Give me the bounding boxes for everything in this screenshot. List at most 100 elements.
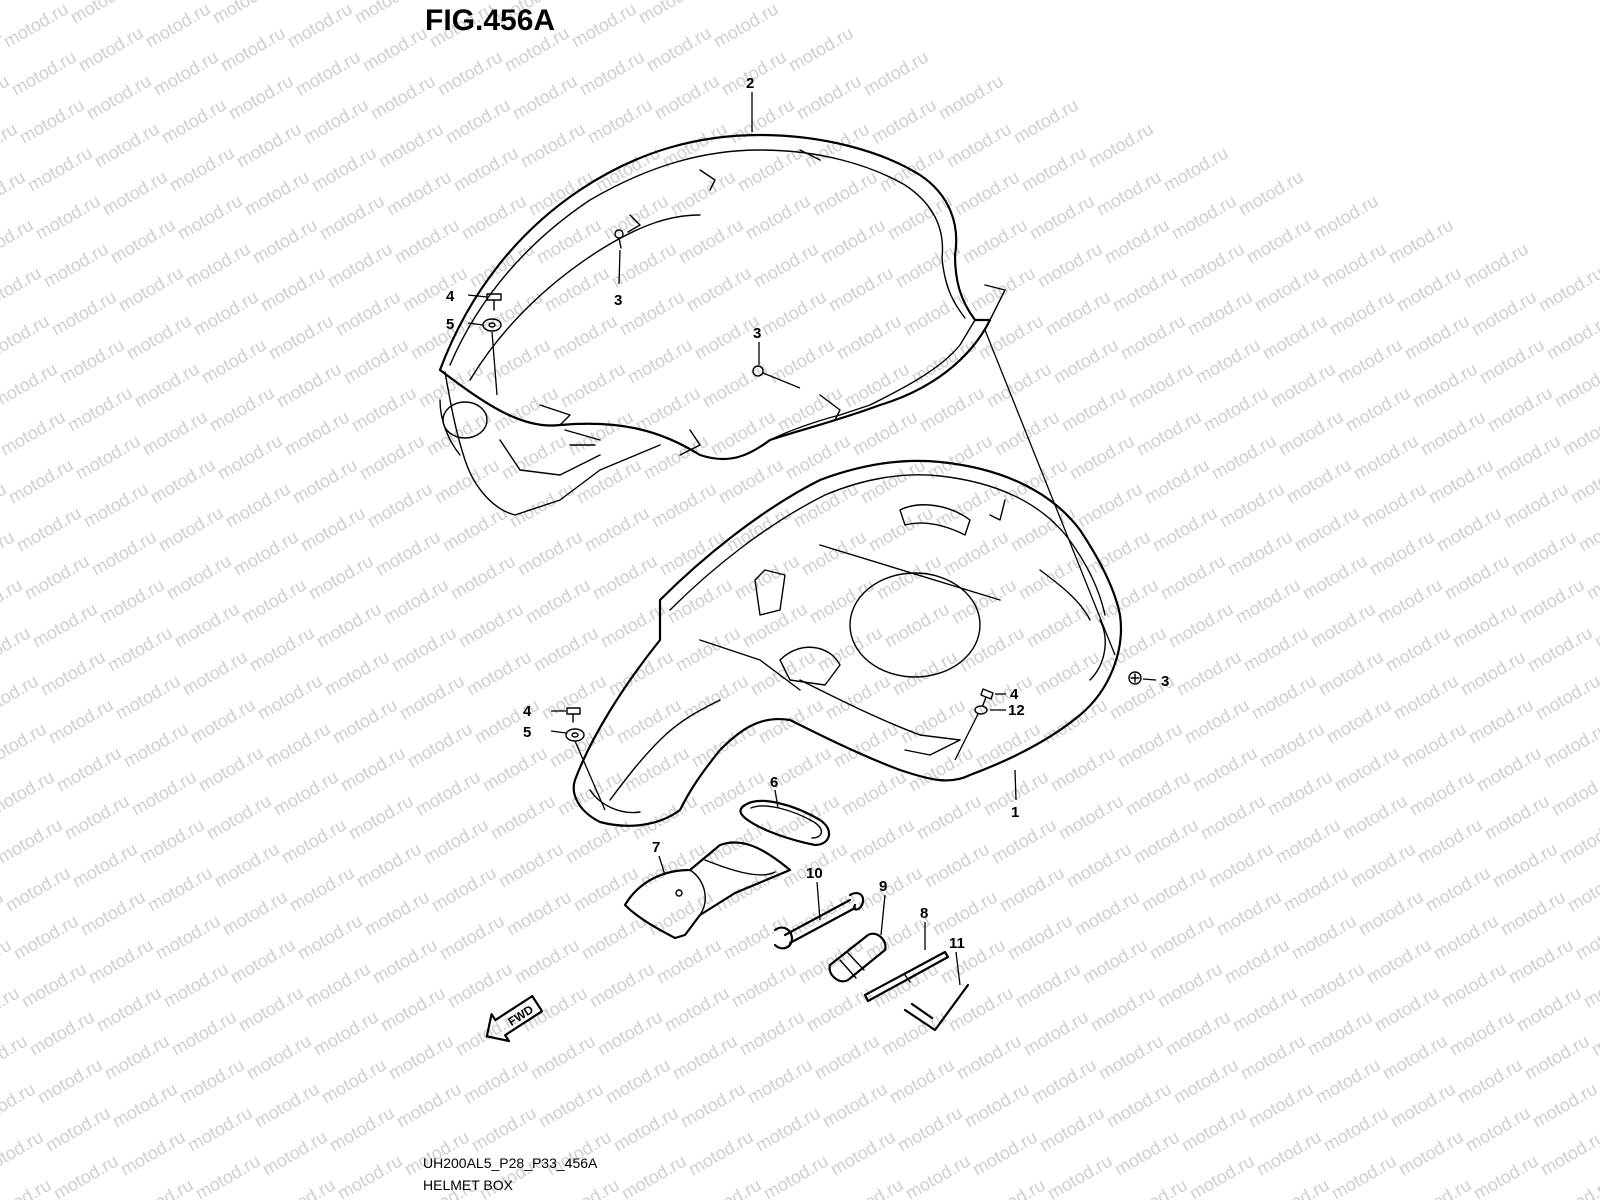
- watermark-text: motod.ru: [1141, 455, 1213, 508]
- watermark-text: motod.ru: [683, 263, 755, 316]
- watermark-text: motod.ru: [40, 239, 112, 292]
- watermark-text: motod.ru: [1237, 1031, 1309, 1084]
- watermark-text: motod.ru: [123, 311, 195, 364]
- watermark-text: motod.ru: [661, 983, 733, 1036]
- watermark-text: motod.ru: [1267, 359, 1339, 412]
- watermark-text: motod.ru: [1299, 551, 1371, 604]
- watermark-text: motod.ru: [833, 311, 905, 364]
- watermark-text: motod.ru: [182, 239, 254, 292]
- watermark-text: motod.ru: [1318, 239, 1390, 292]
- watermark-text: motod.ru: [551, 1175, 623, 1200]
- watermark-text: motod.ru: [1256, 719, 1328, 772]
- watermark-text: motod.ru: [557, 359, 629, 412]
- watermark-text: motod.ru: [361, 887, 433, 940]
- watermark-text: motod.ru: [1430, 911, 1502, 964]
- watermark-text: motod.ru: [586, 959, 658, 1012]
- watermark-text: motod.ru: [259, 1127, 331, 1180]
- watermark-text: motod.ru: [0, 767, 58, 820]
- watermark-text: motod.ru: [1216, 479, 1288, 532]
- watermark-text: motod.ru: [1181, 695, 1253, 748]
- watermark-text: motod.ru: [621, 743, 693, 796]
- watermark-text: motod.ru: [1079, 935, 1151, 988]
- watermark-text: motod.ru: [1160, 143, 1232, 196]
- screw-3-upper: [614, 229, 624, 249]
- watermark-text: motod.ru: [977, 1175, 1049, 1200]
- watermark-text: motod.ru: [1481, 791, 1553, 844]
- watermark-text: motod.ru: [624, 335, 696, 388]
- watermark-text: motod.ru: [0, 0, 72, 51]
- watermark-text: motod.ru: [1058, 383, 1130, 436]
- watermark-text: motod.ru: [736, 1007, 808, 1060]
- watermark-text: motod.ru: [24, 143, 96, 196]
- watermark-text: motod.ru: [758, 287, 830, 340]
- watermark-text: motod.ru: [99, 167, 171, 220]
- watermark-text: motod.ru: [243, 1031, 315, 1084]
- watermark-text: motod.ru: [434, 47, 506, 100]
- watermark-text: motod.ru: [541, 263, 613, 316]
- watermark-text: motod.ru: [91, 119, 163, 172]
- watermark-text: motod.ru: [1034, 239, 1106, 292]
- watermark-text: motod.ru: [1253, 1127, 1325, 1180]
- watermark-text: motod.ru: [166, 143, 238, 196]
- watermark-text: motod.ru: [782, 431, 854, 484]
- watermark-text: motod.ru: [584, 95, 656, 148]
- callout-3: 3: [753, 325, 761, 342]
- watermark-text: motod.ru: [176, 1055, 248, 1108]
- watermark-text: motod.ru: [1559, 407, 1600, 460]
- watermark-text: motod.ru: [913, 791, 985, 844]
- watermark-text: motod.ru: [1433, 503, 1505, 556]
- watermark-text: motod.ru: [667, 167, 739, 220]
- watermark-text: motod.ru: [1513, 983, 1585, 1036]
- watermark-text: motod.ru: [29, 599, 101, 652]
- watermark-text: motod.ru: [951, 167, 1023, 220]
- callout-6: 6: [770, 774, 778, 791]
- callout-11: 11: [949, 935, 965, 952]
- watermark-text: motod.ru: [616, 287, 688, 340]
- watermark-text: motod.ru: [1548, 767, 1600, 820]
- watermark-text: motod.ru: [1331, 743, 1403, 796]
- watermark-text: motod.ru: [302, 959, 374, 1012]
- watermark-text: motod.ru: [1575, 503, 1600, 556]
- watermark-text: motod.ru: [1545, 1175, 1600, 1200]
- watermark-text: motod.ru: [503, 887, 575, 940]
- watermark-text: motod.ru: [401, 1127, 473, 1180]
- watermark-text: motod.ru: [1162, 1007, 1234, 1060]
- watermark-text: motod.ru: [241, 167, 313, 220]
- watermark-text: motod.ru: [1044, 1151, 1116, 1200]
- watermark-text: motod.ru: [935, 71, 1007, 124]
- callout-3: 3: [1161, 673, 1169, 690]
- watermark-text: motod.ru: [1470, 1151, 1542, 1200]
- watermark-text: motod.ru: [318, 1055, 390, 1108]
- watermark-text: motod.ru: [1468, 287, 1540, 340]
- watermark-text: motod.ru: [286, 863, 358, 916]
- watermark-text: motod.ru: [450, 143, 522, 196]
- watermark-text: motod.ru: [517, 119, 589, 172]
- watermark-text: motod.ru: [254, 671, 326, 724]
- fwd-arrow-icon: FWD: [485, 995, 544, 1043]
- watermark-text: motod.ru: [144, 863, 216, 916]
- watermark-text: motod.ru: [152, 911, 224, 964]
- watermark-text: motod.ru: [1272, 815, 1344, 868]
- watermark-text: motod.ru: [1312, 1055, 1384, 1108]
- watermark-text: motod.ru: [1146, 911, 1218, 964]
- watermark-text: motod.ru: [1176, 239, 1248, 292]
- watermark-text: motod.ru: [929, 887, 1001, 940]
- watermark-text: motod.ru: [393, 1079, 465, 1132]
- watermark-text: motod.ru: [1007, 503, 1079, 556]
- watermark-text: motod.ru: [728, 959, 800, 1012]
- watermark-text: motod.ru: [726, 95, 798, 148]
- watermark-text: motod.ru: [83, 71, 155, 124]
- watermark-text: motod.ru: [1111, 1127, 1183, 1180]
- part-9-screwdriver: [828, 932, 887, 983]
- watermark-text: motod.ru: [195, 743, 267, 796]
- watermark-text: motod.ru: [495, 839, 567, 892]
- watermark-text: motod.ru: [1489, 839, 1561, 892]
- watermark-text: motod.ru: [1492, 431, 1564, 484]
- watermark-text: motod.ru: [1473, 743, 1545, 796]
- watermark-text: motod.ru: [1422, 863, 1494, 916]
- watermark-text: motod.ru: [999, 455, 1071, 508]
- watermark-text: motod.ru: [72, 431, 144, 484]
- watermark-text: motod.ru: [117, 1127, 189, 1180]
